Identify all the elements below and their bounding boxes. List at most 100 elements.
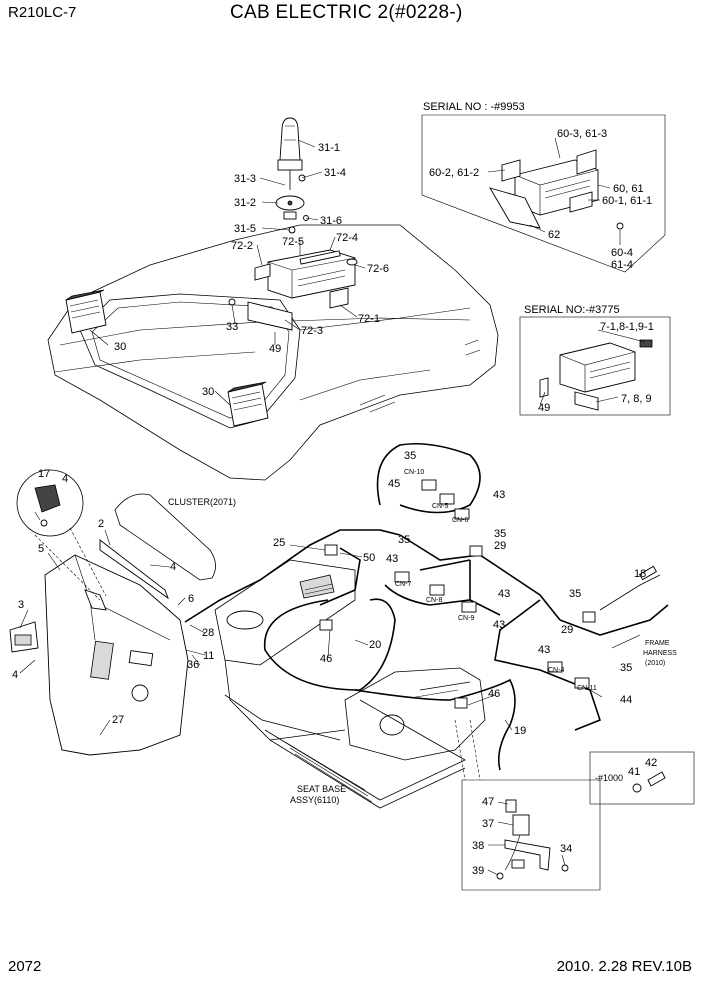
callout-62: 62	[548, 229, 560, 241]
callout-60-1: 60-1, 61-1	[602, 195, 652, 207]
frame-harness-caption: FRAME	[645, 640, 670, 647]
callout-60-2: 60-2, 61-2	[429, 167, 479, 179]
callout-4: 4	[170, 561, 176, 573]
callout-4: 4	[12, 669, 18, 681]
callout-46: 46	[488, 688, 500, 700]
callout-31-3: 31-3	[234, 173, 256, 185]
radio-assembly-9953	[489, 149, 624, 230]
callout-35: 35	[494, 528, 506, 540]
callout-43: 43	[538, 644, 550, 656]
connector-label: CN-4	[548, 667, 564, 674]
callout-43: 43	[498, 588, 510, 600]
callout-25: 25	[273, 537, 285, 549]
seat-base-caption: ASSY(6110)	[290, 795, 339, 805]
callout-44: 44	[620, 694, 632, 706]
callout-20: 20	[369, 639, 381, 651]
callout-29: 29	[494, 540, 506, 552]
callout-11: 11	[203, 650, 214, 662]
frame-harness-caption: HARNESS	[643, 650, 677, 657]
revision-date: 2010. 2.28 REV.10B	[556, 958, 692, 975]
radio-assembly-3775	[539, 339, 653, 411]
bracket	[99, 539, 169, 600]
cluster-outline	[114, 493, 216, 581]
cluster-caption: CLUSTER(2071)	[168, 497, 236, 507]
callout-38: 38	[472, 840, 484, 852]
frame-harness-caption: (2010)	[645, 660, 665, 667]
callout-29: 29	[561, 624, 573, 636]
callout-5: 5	[38, 543, 44, 555]
callout-50: 50	[363, 552, 375, 564]
callout-35: 35	[398, 534, 410, 546]
callout-43: 43	[386, 553, 398, 565]
callout-47: 47	[482, 796, 494, 808]
callout-42: 42	[645, 757, 657, 769]
callout-17: 17	[38, 468, 50, 480]
callout-45: 45	[388, 478, 400, 490]
callout-39: 39	[472, 865, 484, 877]
callout-30: 30	[202, 386, 214, 398]
callout-2: 2	[98, 518, 104, 530]
sensor-assembly	[496, 799, 569, 880]
seat-console	[214, 559, 486, 761]
connector-label: CN-8	[426, 597, 442, 604]
callout-49: 49	[269, 343, 281, 355]
connector-label: CN-6	[452, 517, 468, 524]
seat-base	[264, 699, 466, 809]
callout-72-4: 72-4	[336, 232, 358, 244]
leader-lines	[19, 137, 646, 876]
beacon-lamp	[275, 117, 309, 234]
callout-31-2: 31-2	[234, 197, 256, 209]
callout-33: 33	[226, 321, 238, 333]
callout-43: 43	[493, 619, 505, 631]
callout-46: 46	[320, 653, 332, 665]
connector-label: CN-5	[432, 503, 448, 510]
callout-72-3: 72-3	[301, 325, 323, 337]
connector-label: CN-11	[577, 685, 597, 692]
callout-4: 4	[62, 473, 68, 485]
serial-label-1000: -#1000	[595, 773, 623, 783]
callout-30: 30	[114, 341, 126, 353]
callout-31-5: 31-5	[234, 223, 256, 235]
callout-31-4: 31-4	[324, 167, 346, 179]
serial-label-3775: SERIAL NO:-#3775	[524, 304, 620, 316]
callout-37: 37	[482, 818, 494, 830]
callout-35: 35	[620, 662, 632, 674]
callout-31-1: 31-1	[318, 142, 340, 154]
callout-27: 27	[112, 714, 124, 726]
wiring-harness	[184, 442, 669, 771]
callout-72-6: 72-6	[367, 263, 389, 275]
callout-3: 3	[18, 599, 24, 611]
page-number: 2072	[8, 958, 42, 975]
callout-35: 35	[404, 450, 416, 462]
callout-31-6: 31-6	[320, 215, 342, 227]
callout-72-1: 72-1	[358, 313, 380, 325]
callout-60-4: 60-4	[611, 247, 633, 259]
page-title: CAB ELECTRIC 2(#0228-)	[230, 2, 463, 23]
work-lamp	[65, 289, 107, 334]
connector-label: CN-10	[404, 469, 424, 476]
callout-34: 34	[560, 843, 572, 855]
callout-36: 36	[187, 659, 199, 671]
callout-43: 43	[493, 489, 505, 501]
callout-6: 6	[188, 593, 194, 605]
callout-7-1: 7-1,8-1,9-1	[600, 321, 654, 333]
callout-60-3: 60-3, 61-3	[557, 128, 607, 140]
harness-clamp	[319, 479, 596, 709]
callout-49: 49	[538, 402, 550, 414]
connector-label: CN-9	[458, 615, 474, 622]
connector-label: CN-7	[395, 581, 411, 588]
callout-72-2: 72-2	[231, 240, 253, 252]
detail-circle	[16, 469, 84, 537]
callout-35: 35	[569, 588, 581, 600]
callout-41: 41	[628, 766, 640, 778]
switch	[14, 634, 32, 646]
serial-label-9953: SERIAL NO : -#9953	[423, 101, 525, 113]
cab-roof	[47, 224, 499, 481]
callout-60: 60, 61	[613, 183, 644, 195]
side-console	[44, 554, 189, 756]
radio-unit	[228, 249, 358, 331]
work-lamp	[227, 381, 269, 427]
cable	[599, 574, 661, 611]
callout-28: 28	[202, 627, 214, 639]
